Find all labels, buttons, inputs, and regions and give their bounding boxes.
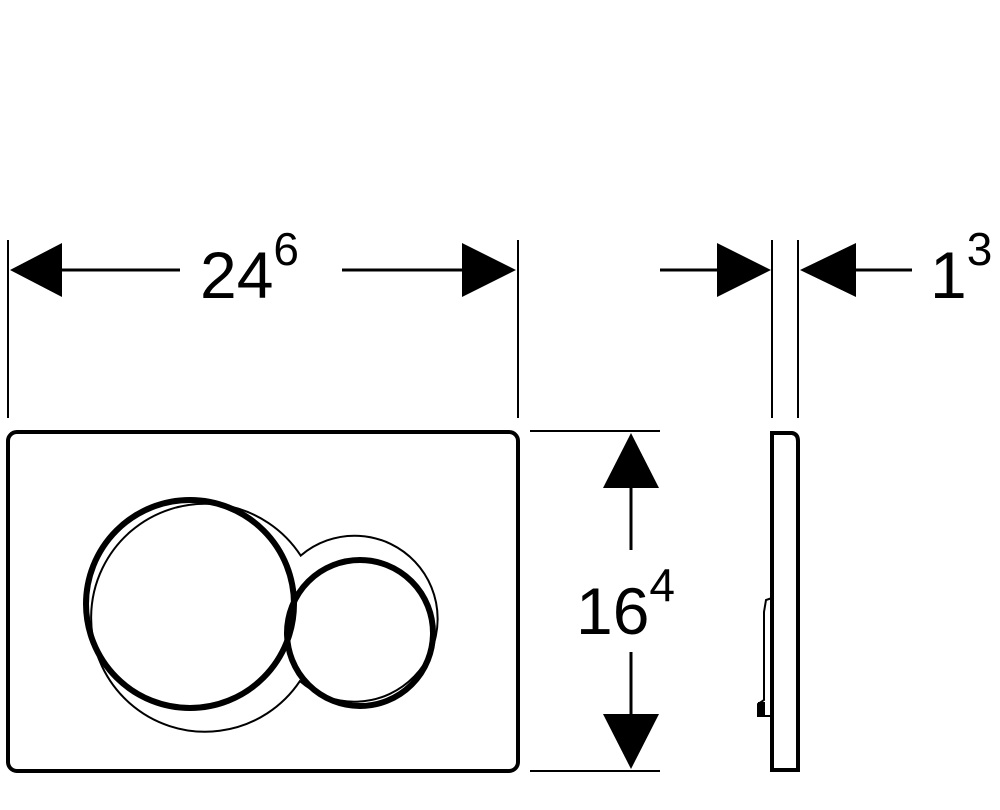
height-arrowhead-top xyxy=(603,433,659,488)
small-flush-button xyxy=(284,557,436,709)
plate-side-profile xyxy=(770,431,800,772)
width-arrowhead-left xyxy=(10,243,62,297)
mounting-clip-tab xyxy=(758,702,765,716)
depth-arrowhead-left xyxy=(717,243,771,297)
width-arrowhead-right xyxy=(462,243,516,297)
width-superscript: 6 xyxy=(273,223,299,275)
height-label: 164 xyxy=(576,559,675,648)
plate-outline xyxy=(6,430,520,773)
depth-superscript: 3 xyxy=(967,223,993,275)
front-view xyxy=(6,430,520,773)
large-flush-button xyxy=(83,497,297,711)
depth-arrowhead-right xyxy=(800,243,856,297)
depth-label: 13 xyxy=(930,223,992,312)
depth-dimension: 13 xyxy=(660,223,992,418)
height-arrowhead-bottom xyxy=(603,714,659,769)
height-value: 16 xyxy=(576,574,649,648)
side-view xyxy=(757,431,800,772)
width-value: 24 xyxy=(200,238,273,312)
mounting-clip-outline xyxy=(757,597,773,717)
width-dimension: 246 xyxy=(7,223,519,418)
height-dimension: 164 xyxy=(530,430,675,772)
height-superscript: 4 xyxy=(649,559,675,611)
depth-value: 1 xyxy=(930,238,967,312)
width-label: 246 xyxy=(200,223,299,312)
button-surround-contour xyxy=(90,502,439,733)
